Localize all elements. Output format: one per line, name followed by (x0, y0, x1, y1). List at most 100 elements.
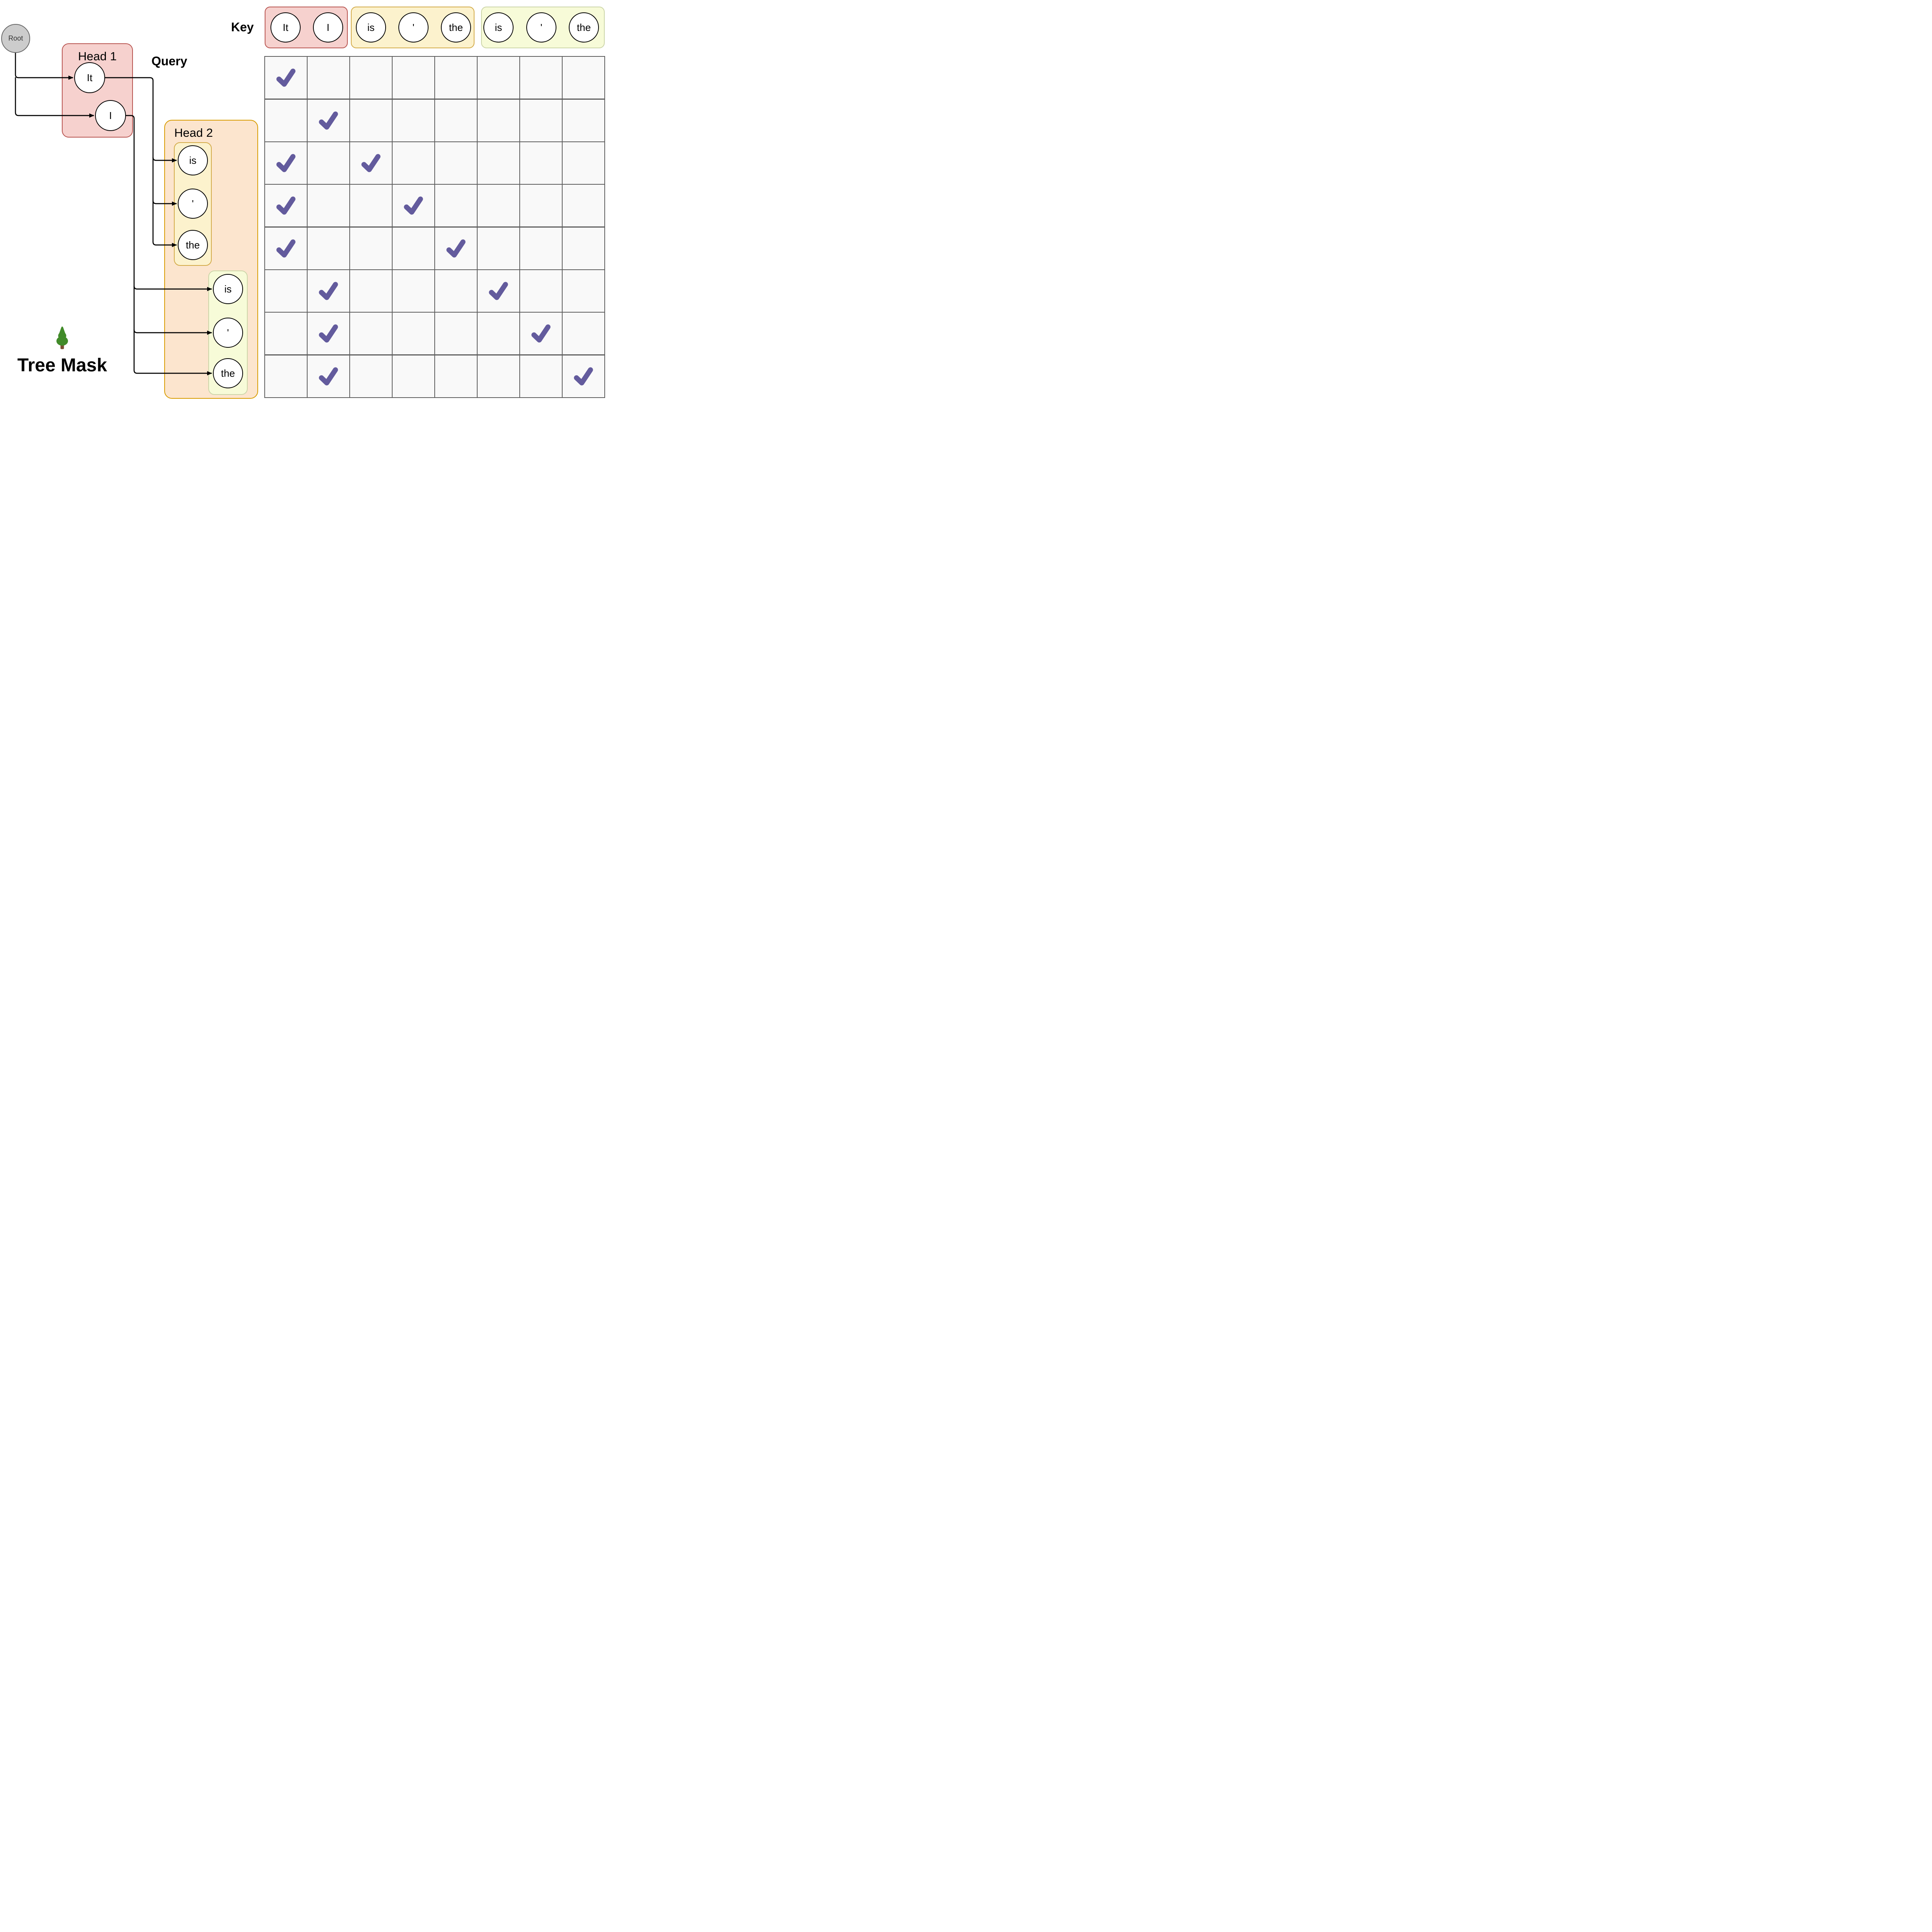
mask-cell-r5-c3 (350, 227, 392, 269)
mask-cell-r6-c1 (265, 270, 307, 312)
mask-cell-r1-c3 (350, 57, 392, 99)
edge-it-to-yellow-the (105, 77, 177, 247)
check-icon (319, 111, 338, 130)
mask-cell-r6-c8 (563, 270, 604, 312)
mask-cell-r1-c5 (435, 57, 477, 99)
mask-cell-r7-c4 (393, 313, 434, 355)
evergreen-tree-icon (56, 327, 68, 349)
key-label: Key (231, 20, 254, 34)
tree-mask-diagram: Head 1 Head 2 Root It I is ' the is (0, 0, 606, 400)
mask-cell-r4-c8 (563, 185, 604, 227)
check-icon (489, 282, 508, 300)
mask-cell-r4-c1 (265, 185, 307, 227)
key-node-the-2: the (569, 12, 599, 43)
mask-cell-r8-c7 (520, 355, 562, 397)
key-node-is-2: is (483, 12, 514, 43)
edge-root-to-it (15, 53, 73, 80)
mask-cell-r3-c7 (520, 142, 562, 184)
edge-i-to-green-is (133, 286, 212, 291)
mask-cell-r2-c6 (478, 99, 519, 141)
mask-cell-r3-c1 (265, 142, 307, 184)
edge-root-to-i (15, 77, 94, 118)
attention-mask-grid (264, 56, 605, 398)
mask-cell-r1-c2 (308, 57, 349, 99)
mask-cell-r2-c8 (563, 99, 604, 141)
check-icon (574, 367, 593, 386)
mask-cell-r2-c7 (520, 99, 562, 141)
mask-cell-r3-c8 (563, 142, 604, 184)
mask-cell-r7-c8 (563, 313, 604, 355)
mask-cell-r2-c4 (393, 99, 434, 141)
mask-cell-r2-c5 (435, 99, 477, 141)
key-node-i: I (313, 12, 343, 43)
mask-cell-r8-c8 (563, 355, 604, 397)
mask-cell-r5-c5 (435, 227, 477, 269)
mask-cell-r4-c6 (478, 185, 519, 227)
head2-label: Head 2 (174, 126, 213, 139)
mask-cell-r7-c6 (478, 313, 519, 355)
mask-cell-r5-c6 (478, 227, 519, 269)
query-label: Query (151, 54, 187, 68)
mask-cell-r7-c3 (350, 313, 392, 355)
mask-cell-r3-c2 (308, 142, 349, 184)
mask-cell-r6-c7 (520, 270, 562, 312)
check-icon (319, 282, 338, 300)
check-icon (276, 154, 296, 172)
key-node-apostrophe-2: ' (526, 12, 556, 43)
mask-cell-r5-c1 (265, 227, 307, 269)
mask-cell-r3-c4 (393, 142, 434, 184)
check-icon (276, 68, 296, 87)
check-icon (276, 239, 296, 258)
head2-yellow-node-the: the (178, 230, 208, 260)
tree-mask-label: Tree Mask (17, 355, 107, 376)
mask-cell-r4-c3 (350, 185, 392, 227)
edge-i-to-green-apostrophe (133, 329, 212, 335)
key-node-the-1: the (441, 12, 471, 43)
mask-cell-r7-c1 (265, 313, 307, 355)
mask-cell-r6-c5 (435, 270, 477, 312)
mask-cell-r8-c2 (308, 355, 349, 397)
key-node-apostrophe-1: ' (398, 12, 429, 43)
mask-cell-r3-c5 (435, 142, 477, 184)
mask-cell-r8-c3 (350, 355, 392, 397)
mask-cell-r8-c4 (393, 355, 434, 397)
head1-node-i: I (95, 100, 126, 131)
mask-cell-r6-c4 (393, 270, 434, 312)
key-node-it: It (270, 12, 301, 43)
check-icon (319, 324, 338, 343)
mask-cell-r6-c2 (308, 270, 349, 312)
head2-green-node-apostrophe: ' (213, 318, 243, 348)
mask-cell-r5-c8 (563, 227, 604, 269)
edge-it-to-yellow-is (152, 157, 177, 163)
key-node-is-1: is (356, 12, 386, 43)
mask-cell-r2-c3 (350, 99, 392, 141)
mask-cell-r5-c4 (393, 227, 434, 269)
mask-cell-r4-c4 (393, 185, 434, 227)
connector-lines (15, 53, 212, 376)
head2-green-node-the: the (213, 358, 243, 388)
mask-cell-r7-c2 (308, 313, 349, 355)
check-icon (361, 154, 381, 172)
mask-cell-r2-c2 (308, 99, 349, 141)
mask-cell-r5-c7 (520, 227, 562, 269)
check-icon (276, 196, 296, 215)
mask-cell-r2-c1 (265, 99, 307, 141)
mask-cell-r8-c1 (265, 355, 307, 397)
mask-cell-r1-c8 (563, 57, 604, 99)
check-icon (531, 324, 551, 343)
mask-cell-r8-c5 (435, 355, 477, 397)
head1-node-it: It (74, 62, 105, 93)
head2-yellow-node-is: is (178, 145, 208, 175)
check-icon (446, 239, 466, 258)
mask-cell-r5-c2 (308, 227, 349, 269)
check-icon (319, 367, 338, 386)
mask-cell-r7-c5 (435, 313, 477, 355)
mask-cell-r3-c3 (350, 142, 392, 184)
mask-cell-r1-c6 (478, 57, 519, 99)
head2-yellow-node-apostrophe: ' (178, 189, 208, 219)
head1-label: Head 1 (78, 49, 117, 63)
mask-cell-r4-c5 (435, 185, 477, 227)
edge-it-to-yellow-apostrophe (152, 200, 177, 206)
mask-cell-r1-c1 (265, 57, 307, 99)
check-icon (404, 196, 423, 215)
